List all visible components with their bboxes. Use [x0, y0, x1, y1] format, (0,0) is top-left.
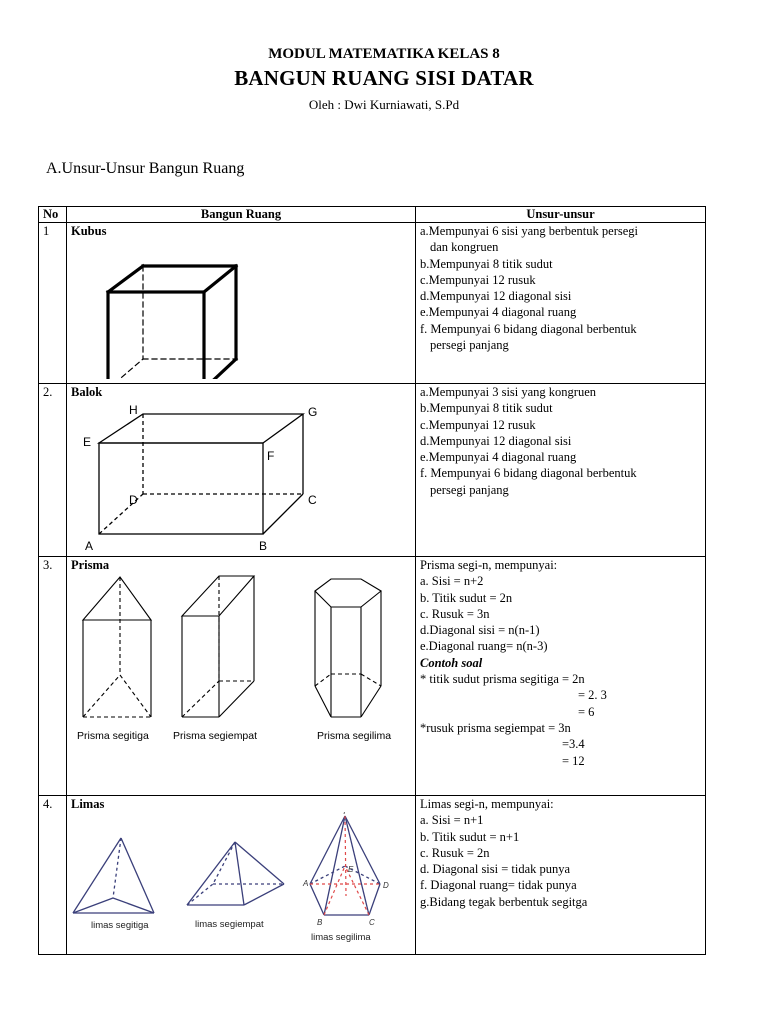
- list-item: a.Mempunyai 3 sisi yang kongruen: [420, 385, 597, 399]
- shape-name: Limas: [71, 797, 105, 811]
- example-line: =3.4: [562, 737, 585, 752]
- list-item: c.Mempunyai 12 rusuk: [420, 272, 536, 287]
- list-item: b.Mempunyai 8 titik sudut: [420, 256, 553, 271]
- row-number: 3.: [38, 556, 67, 796]
- square-pyramid: [186, 841, 285, 906]
- vertex-label: A: [85, 539, 93, 553]
- list-item: b.Mempunyai 8 titik sudut: [420, 401, 553, 416]
- list-item: e.Diagonal ruang= n(n-3): [420, 639, 548, 654]
- vertex-label: D: [383, 881, 389, 890]
- vertex-label: C: [369, 918, 375, 927]
- example-line: * titik sudut prisma segitiga = 2n: [420, 672, 585, 687]
- list-intro: Limas segi-n, mempunyai:: [420, 797, 554, 811]
- vertex-label: B: [259, 539, 267, 553]
- list-item: a. Sisi = n+1: [420, 813, 484, 828]
- header-bangun-ruang: Bangun Ruang: [66, 206, 416, 223]
- list-item: persegi panjang: [430, 338, 509, 353]
- list-item: dan kongruen: [430, 240, 499, 255]
- cuboid-figure: H G E F D C A B: [83, 403, 317, 553]
- table-header-row: No Bangun Ruang Unsur-unsur: [38, 206, 706, 223]
- example-line: = 12: [562, 753, 585, 768]
- shape-cell: Limas: [66, 795, 416, 955]
- pyramid-figures: T E A D B C limas segitiga limas segiemp…: [72, 812, 389, 943]
- list-item: a. Sisi = n+2: [420, 574, 484, 589]
- prism-figures: Prisma segitiga Prisma segiempat Prisma …: [77, 575, 391, 742]
- figure-caption: limas segitiga: [91, 920, 149, 931]
- author-line: Oleh : Dwi Kurniawati, S.Pd: [308, 97, 460, 112]
- figure-caption: Prisma segilima: [317, 730, 391, 742]
- figure-caption: limas segiempat: [195, 919, 264, 930]
- table-row-balok: 2. Balok H G E F D: [38, 383, 706, 557]
- properties-cell: Limas segi-n, mempunyai: a. Sisi = n+1 b…: [415, 795, 706, 955]
- list-item: g.Bidang tegak berbentuk segitga: [420, 894, 588, 909]
- list-item: d.Mempunyai 12 diagonal sisi: [420, 433, 572, 448]
- vertex-label: A: [302, 879, 308, 888]
- square-prism: [180, 575, 256, 718]
- list-item: c.Mempunyai 12 rusuk: [420, 417, 536, 432]
- properties-list: a.Mempunyai 6 sisi yang berbentuk perseg…: [420, 223, 701, 353]
- shape-name: Kubus: [71, 224, 107, 238]
- vertex-label: F: [267, 449, 274, 463]
- vertex-label: G: [308, 405, 317, 419]
- cube-figure: [105, 263, 239, 379]
- pentagonal-prism: [314, 578, 382, 718]
- vertex-label: E: [83, 435, 91, 449]
- example-title: Contoh soal: [420, 655, 483, 670]
- shape-cell: Kubus: [66, 222, 416, 384]
- properties-list: Limas segi-n, mempunyai: a. Sisi = n+1 b…: [420, 796, 701, 910]
- row-number: 1: [38, 222, 67, 384]
- section-heading: A.Unsur-Unsur Bangun Ruang: [46, 160, 245, 177]
- triangular-prism: [81, 576, 153, 718]
- vertex-label: D: [129, 493, 138, 507]
- shape-cell: Prisma: [66, 556, 416, 796]
- properties-list: Prisma segi-n, mempunyai: a. Sisi = n+2 …: [420, 557, 701, 769]
- list-item: b. Titik sudut = n+1: [420, 829, 520, 844]
- header-no: No: [38, 206, 67, 223]
- list-item: f. Mempunyai 6 bidang diagonal berbentuk: [420, 466, 637, 481]
- properties-list: a.Mempunyai 3 sisi yang kongruen b.Mempu…: [420, 384, 701, 498]
- figure-caption: limas segilima: [311, 932, 371, 943]
- list-item: e.Mempunyai 4 diagonal ruang: [420, 450, 577, 465]
- row-number: 2.: [38, 383, 67, 557]
- properties-cell: a.Mempunyai 3 sisi yang kongruen b.Mempu…: [415, 383, 706, 557]
- vertex-label: H: [129, 403, 138, 417]
- list-item: f. Mempunyai 6 bidang diagonal berbentuk: [420, 321, 637, 336]
- vertex-label: E: [348, 865, 354, 874]
- shape-name: Balok: [71, 385, 103, 399]
- list-intro: Prisma segi-n, mempunyai:: [420, 558, 558, 572]
- properties-cell: Prisma segi-n, mempunyai: a. Sisi = n+2 …: [415, 556, 706, 796]
- elements-table: No Bangun Ruang Unsur-unsur 1 Kubus: [38, 206, 706, 955]
- example-line: = 2. 3: [578, 688, 607, 703]
- list-item: persegi panjang: [430, 482, 509, 497]
- example-line: = 6: [578, 704, 595, 719]
- row-number: 4.: [38, 795, 67, 955]
- list-item: e.Mempunyai 4 diagonal ruang: [420, 305, 577, 320]
- table-row-kubus: 1 Kubus a.M: [38, 222, 706, 384]
- triangular-pyramid: [72, 837, 155, 914]
- vertex-label: T: [342, 812, 348, 816]
- figure-caption: Prisma segiempat: [173, 730, 257, 742]
- table-row-limas: 4. Limas: [38, 795, 706, 955]
- properties-cell: a.Mempunyai 6 sisi yang berbentuk perseg…: [415, 222, 706, 384]
- list-item: a.Mempunyai 6 sisi yang berbentuk perseg…: [420, 224, 639, 238]
- list-item: c. Rusuk = 3n: [420, 606, 490, 621]
- list-item: c. Rusuk = 2n: [420, 845, 490, 860]
- list-item: d.Mempunyai 12 diagonal sisi: [420, 289, 572, 304]
- document-title: BANGUN RUANG SISI DATAR: [234, 66, 534, 90]
- module-heading: MODUL MATEMATIKA KELAS 8: [268, 46, 500, 62]
- list-item: f. Diagonal ruang= tidak punya: [420, 878, 577, 893]
- list-item: b. Titik sudut = 2n: [420, 590, 513, 605]
- pentagonal-pyramid: [309, 815, 381, 916]
- shape-cell: Balok H G E F D C A: [66, 383, 416, 557]
- shape-name: Prisma: [71, 558, 110, 572]
- example-line: *rusuk prisma segiempat = 3n: [420, 720, 571, 735]
- list-item: d. Diagonal sisi = tidak punya: [420, 862, 571, 877]
- list-item: d.Diagonal sisi = n(n-1): [420, 623, 540, 638]
- vertex-label: C: [308, 493, 317, 507]
- figure-caption: Prisma segitiga: [77, 730, 149, 742]
- header-unsur: Unsur-unsur: [415, 206, 706, 223]
- vertex-label: B: [317, 918, 323, 927]
- table-row-prisma: 3. Prisma: [38, 556, 706, 796]
